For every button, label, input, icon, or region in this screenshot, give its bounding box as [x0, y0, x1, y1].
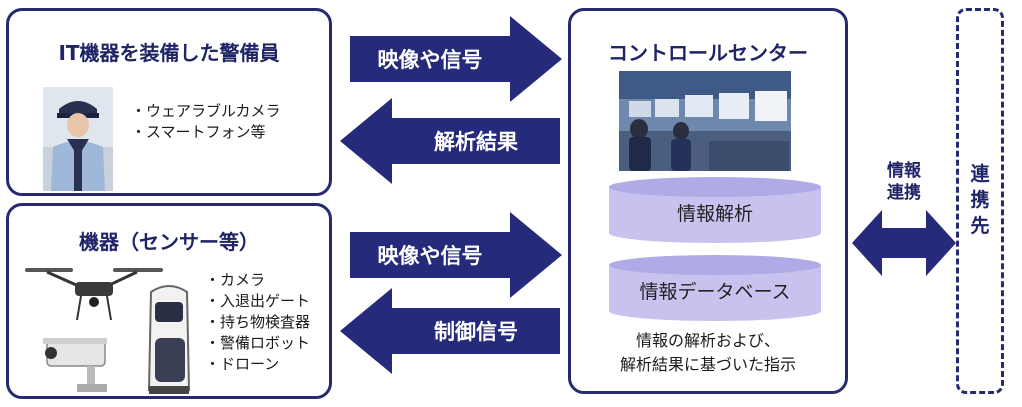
exchange-double-arrow [852, 210, 956, 276]
device-bullet-item: ・警備ロボット [205, 334, 311, 352]
arrow-upper-to-center: 映像や信号 [350, 16, 562, 102]
database-label: 情報データベース [639, 281, 791, 303]
note-line-1: 情報の解析および、 [635, 331, 780, 350]
guard-bullet-item: ・ウェアラブルカメラ [131, 102, 281, 120]
control-center-box: コントロールセンター 情報解析 情報データベース [568, 8, 848, 394]
control-room-photo [619, 71, 791, 171]
control-center-note: 情報の解析および、 解析結果に基づいた指示 [571, 329, 845, 377]
guard-bullet-item: ・スマートフォン等 [131, 123, 266, 141]
exchange-label-line-2: 連携 [887, 183, 921, 203]
device-box: 機器（センサー等） ・カメラ ・入退出ゲート ・持ち物検査 [6, 203, 332, 399]
arrow-upper-back-label: 解析結果 [434, 130, 518, 154]
analysis-label: 情報解析 [676, 203, 753, 225]
device-bullets: ・カメラ ・入退出ゲート ・持ち物検査器 ・警備ロボット ・ドローン [205, 270, 310, 375]
database-cylinder: 情報データベース [609, 255, 821, 321]
analysis-cylinder: 情報解析 [609, 177, 821, 243]
exchange-label-line-1: 情報 [887, 161, 921, 181]
exchange-label: 情報 連携 [856, 160, 952, 204]
partner-label-char: 先 [970, 215, 990, 237]
partner-label: 連 携 先 [959, 161, 1001, 239]
partner-box: 連 携 先 [956, 8, 1004, 394]
guard-box-title: IT機器を装備した警備員 [58, 41, 280, 65]
guard-bullets: ・ウェアラブルカメラ ・スマートフォン等 [131, 101, 281, 143]
arrow-upper-out-label: 映像や信号 [377, 48, 483, 72]
devices-photo [17, 258, 199, 400]
device-bullet-item: ・ドローン [205, 355, 280, 373]
partner-label-char: 携 [970, 189, 990, 211]
device-bullet-item: ・カメラ [205, 271, 266, 289]
arrow-lower-to-devices: 制御信号 [340, 288, 560, 374]
partner-label-char: 連 [970, 163, 990, 185]
arrow-lower-out-label: 映像や信号 [377, 244, 483, 268]
arrow-lower-to-center: 映像や信号 [350, 212, 562, 298]
arrow-lower-back-label: 制御信号 [434, 320, 518, 344]
note-line-2: 解析結果に基づいた指示 [619, 355, 796, 374]
device-box-title: 機器（センサー等） [79, 230, 259, 254]
control-center-title: コントロールセンター [608, 41, 808, 65]
guard-box: IT機器を装備した警備員 ・ウェアラブルカメラ ・スマートフォン等 [6, 8, 332, 196]
device-bullet-item: ・入退出ゲート [205, 292, 311, 310]
device-bullet-item: ・持ち物検査器 [205, 313, 311, 331]
guard-photo [43, 87, 113, 191]
arrow-upper-to-guard: 解析結果 [340, 98, 560, 184]
